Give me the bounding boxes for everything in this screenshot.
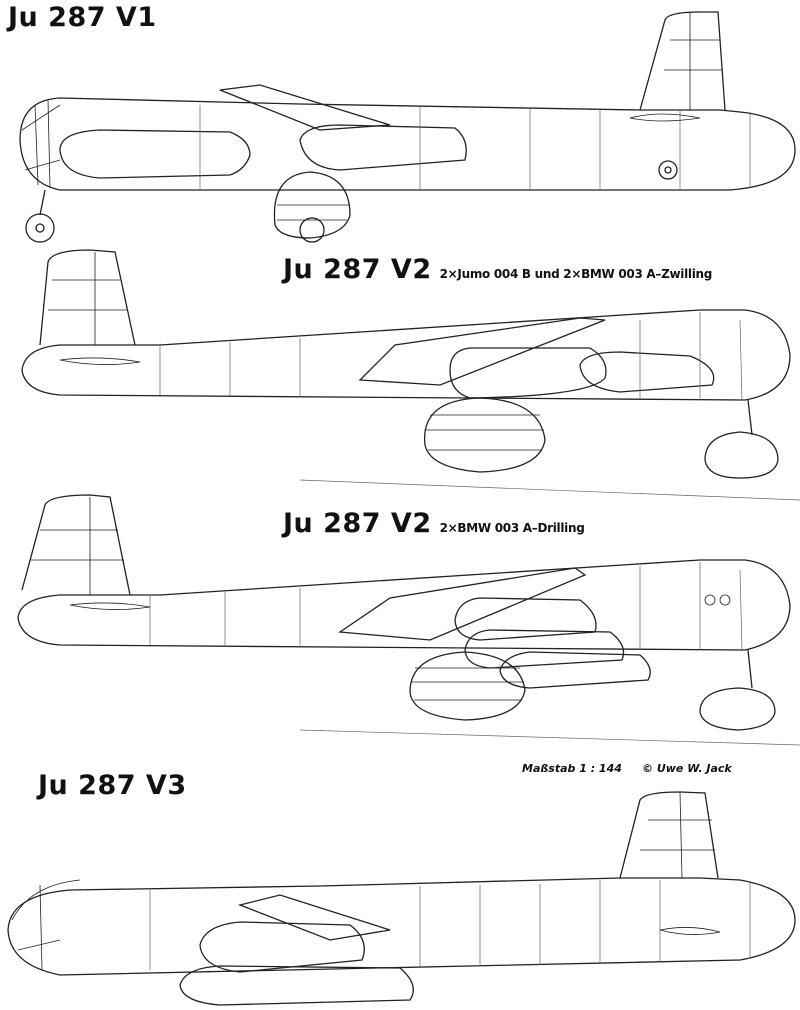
engine-nacelle (464, 629, 625, 669)
engine-nacelle (59, 129, 251, 179)
engine-nacelle (179, 965, 414, 1006)
title-v2-drilling: Ju 287 V2 2×BMW 003 A–Drilling (283, 508, 585, 539)
wing (338, 567, 587, 641)
engine-nacelle (449, 347, 607, 399)
drawing-ju287-v2-drilling (17, 494, 800, 746)
tail-fin (639, 11, 726, 111)
engine-nacelle (299, 124, 467, 171)
drawing-ju287-v3 (7, 791, 796, 1006)
engine-note-zwilling: 2×Jumo 004 B und 2×BMW 003 A–Zwilling (439, 267, 713, 281)
tail-fin (39, 249, 136, 346)
main-gear-fairing (409, 651, 526, 721)
title-v2a: Ju 287 V2 (283, 254, 432, 285)
wing (237, 894, 391, 941)
wing (219, 84, 391, 131)
tail-fin (21, 494, 131, 596)
title-v3: Ju 287 V3 (38, 770, 187, 801)
nose-gear-fairing (704, 431, 779, 479)
nose-wheel (25, 213, 55, 243)
nose-gear-fairing (699, 687, 776, 731)
engine-nacelle (199, 921, 365, 973)
main-gear-fairing (273, 171, 351, 239)
title-v1: Ju 287 V1 (8, 2, 157, 33)
credit: © Uwe W. Jack (642, 762, 732, 775)
drawing-ju287-v2-zwilling (21, 249, 800, 501)
engine-note-drilling: 2×BMW 003 A–Drilling (439, 521, 585, 535)
title-v2-zwilling: Ju 287 V2 2×Jumo 004 B und 2×BMW 003 A–Zw… (283, 254, 712, 285)
title-v2b: Ju 287 V2 (283, 508, 432, 539)
engine-nacelle (579, 351, 715, 393)
scale-note: Maßstab 1 : 144 (522, 762, 622, 775)
main-gear-fairing (424, 397, 546, 473)
engine-nacelle (499, 651, 651, 689)
tail-fin (619, 791, 719, 879)
wing (358, 317, 606, 386)
engine-nacelle (454, 597, 597, 641)
drawing-ju287-v1 (19, 11, 796, 243)
